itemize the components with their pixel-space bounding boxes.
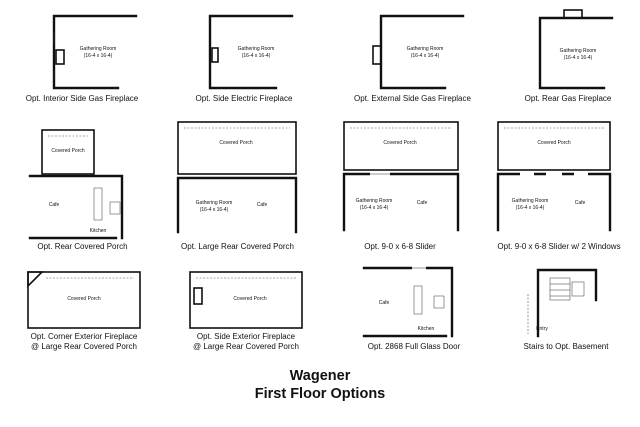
option-rear-gas-fireplace: Gathering Room (16-4 x 16-4) Opt. Rear G… [508, 6, 628, 106]
option-corner-exterior-fireplace: Covered Porch Opt. Corner Exterior Firep… [20, 268, 148, 354]
cafe-label: Cafe [379, 300, 390, 306]
room-dims: (16-4 x 16-4) [411, 53, 440, 59]
caption: Opt. 9-0 x 6-8 Slider w/ 2 Windows [497, 242, 621, 251]
floor-plan: Covered Porch [182, 268, 310, 332]
cafe-label: Cafe [257, 202, 268, 208]
option-slider: Covered Porch Gathering Room (16-4 x 16-… [330, 118, 470, 254]
porch-outline [27, 271, 141, 329]
porch-outline [41, 129, 95, 175]
fireplace-icon [55, 49, 65, 65]
caption: Opt. Side Electric Fireplace [195, 94, 293, 103]
floor-plan: Entry [504, 264, 628, 340]
option-interior-side-gas-fireplace: Gathering Room (16-4 x 16-4) Opt. Interi… [18, 6, 146, 106]
page-subtitle: First Floor Options [254, 386, 386, 402]
page-title: Wagener [289, 368, 351, 384]
option-rear-covered-porch: Covered Porch Cafe Kitchen Opt. Rear Cov… [28, 126, 135, 254]
porch-outline [343, 121, 459, 171]
room-label: Gathering Room [80, 46, 117, 52]
room-dims: (16-4 x 16-4) [360, 205, 389, 211]
room-dims: (16-4 x 16-4) [242, 53, 271, 59]
option-external-side-gas-fireplace: Gathering Room (16-4 x 16-4) Opt. Extern… [345, 6, 480, 106]
room-label: Gathering Room [407, 46, 444, 52]
porch-outline [177, 121, 297, 175]
fireplace-icon [372, 45, 382, 65]
option-stairs-to-basement: Entry Stairs to Opt. Basement [504, 264, 628, 354]
caption: Opt. 9-0 x 6-8 Slider [364, 242, 436, 251]
caption: Opt. External Side Gas Fireplace [354, 94, 471, 103]
fireplace-icon [563, 9, 583, 19]
option-slider-with-windows: Covered Porch Gathering Room (16-4 x 16-… [490, 118, 628, 254]
porch-label: Covered Porch [233, 296, 267, 302]
caption: Opt. Rear Covered Porch [37, 242, 128, 251]
kitchen-label: Kitchen [418, 326, 435, 332]
room-label: Gathering Room [196, 200, 233, 206]
floor-plan: Cafe Kitchen [352, 264, 476, 340]
room-label: Gathering Room [512, 198, 549, 204]
caption-line-2: @ Large Rear Covered Porch [193, 342, 299, 351]
porch-label: Covered Porch [537, 140, 571, 146]
caption: Opt. Interior Side Gas Fireplace [25, 94, 139, 103]
option-full-glass-door: Cafe Kitchen Opt. 2868 Full Glass Door [352, 264, 476, 354]
kitchen-label: Kitchen [90, 228, 107, 234]
porch-outline [497, 121, 611, 171]
option-large-rear-covered-porch: Covered Porch Gathering Room (16-4 x 16-… [170, 118, 305, 254]
porch-label: Covered Porch [219, 140, 253, 146]
floor-plan: Covered Porch Gathering Room (16-4 x 16-… [490, 118, 628, 242]
floor-plan: Gathering Room (16-4 x 16-4) [180, 6, 308, 96]
room-dims: (16-4 x 16-4) [516, 205, 545, 211]
cafe-label: Cafe [575, 200, 586, 206]
floor-plan: Covered Porch [20, 268, 148, 332]
stairs-icon [549, 277, 571, 301]
caption: Opt. 2868 Full Glass Door [367, 342, 461, 351]
caption: Opt. Rear Gas Fireplace [524, 94, 612, 103]
porch-label: Covered Porch [67, 296, 101, 302]
corner-fireplace-icon [27, 271, 44, 288]
option-side-electric-fireplace: Gathering Room (16-4 x 16-4) Opt. Side E… [180, 6, 308, 106]
room-label: Gathering Room [356, 198, 393, 204]
entry-label: Entry [536, 326, 548, 332]
floor-plan: Covered Porch Cafe Kitchen [28, 126, 135, 244]
fireplace-icon [193, 287, 203, 305]
floor-plan: Gathering Room (16-4 x 16-4) [18, 6, 146, 96]
electric-fireplace-icon [211, 47, 219, 63]
room-dims: (16-4 x 16-4) [564, 55, 593, 61]
floor-plan: Covered Porch Gathering Room (16-4 x 16-… [330, 118, 470, 242]
porch-label: Covered Porch [51, 148, 85, 154]
caption: Stairs to Opt. Basement [523, 342, 609, 351]
room-dims: (16-4 x 16-4) [84, 53, 113, 59]
room-label: Gathering Room [238, 46, 275, 52]
caption-line-1: Opt. Side Exterior Fireplace [196, 332, 296, 341]
cafe-label: Cafe [417, 200, 428, 206]
floor-plan: Gathering Room (16-4 x 16-4) [508, 6, 628, 96]
porch-outline [189, 271, 303, 329]
floor-plan: Covered Porch Gathering Room (16-4 x 16-… [170, 118, 305, 242]
floor-plan: Gathering Room (16-4 x 16-4) [345, 6, 480, 96]
caption-line-1: Opt. Corner Exterior Fireplace [30, 332, 138, 341]
caption-line-2: @ Large Rear Covered Porch [31, 342, 137, 351]
porch-label: Covered Porch [383, 140, 417, 146]
room-label: Gathering Room [560, 48, 597, 54]
cafe-label: Cafe [49, 202, 60, 208]
option-side-exterior-fireplace: Covered Porch Opt. Side Exterior Firepla… [182, 268, 310, 354]
room-dims: (16-4 x 16-4) [200, 207, 229, 213]
caption: Opt. Large Rear Covered Porch [181, 242, 294, 251]
